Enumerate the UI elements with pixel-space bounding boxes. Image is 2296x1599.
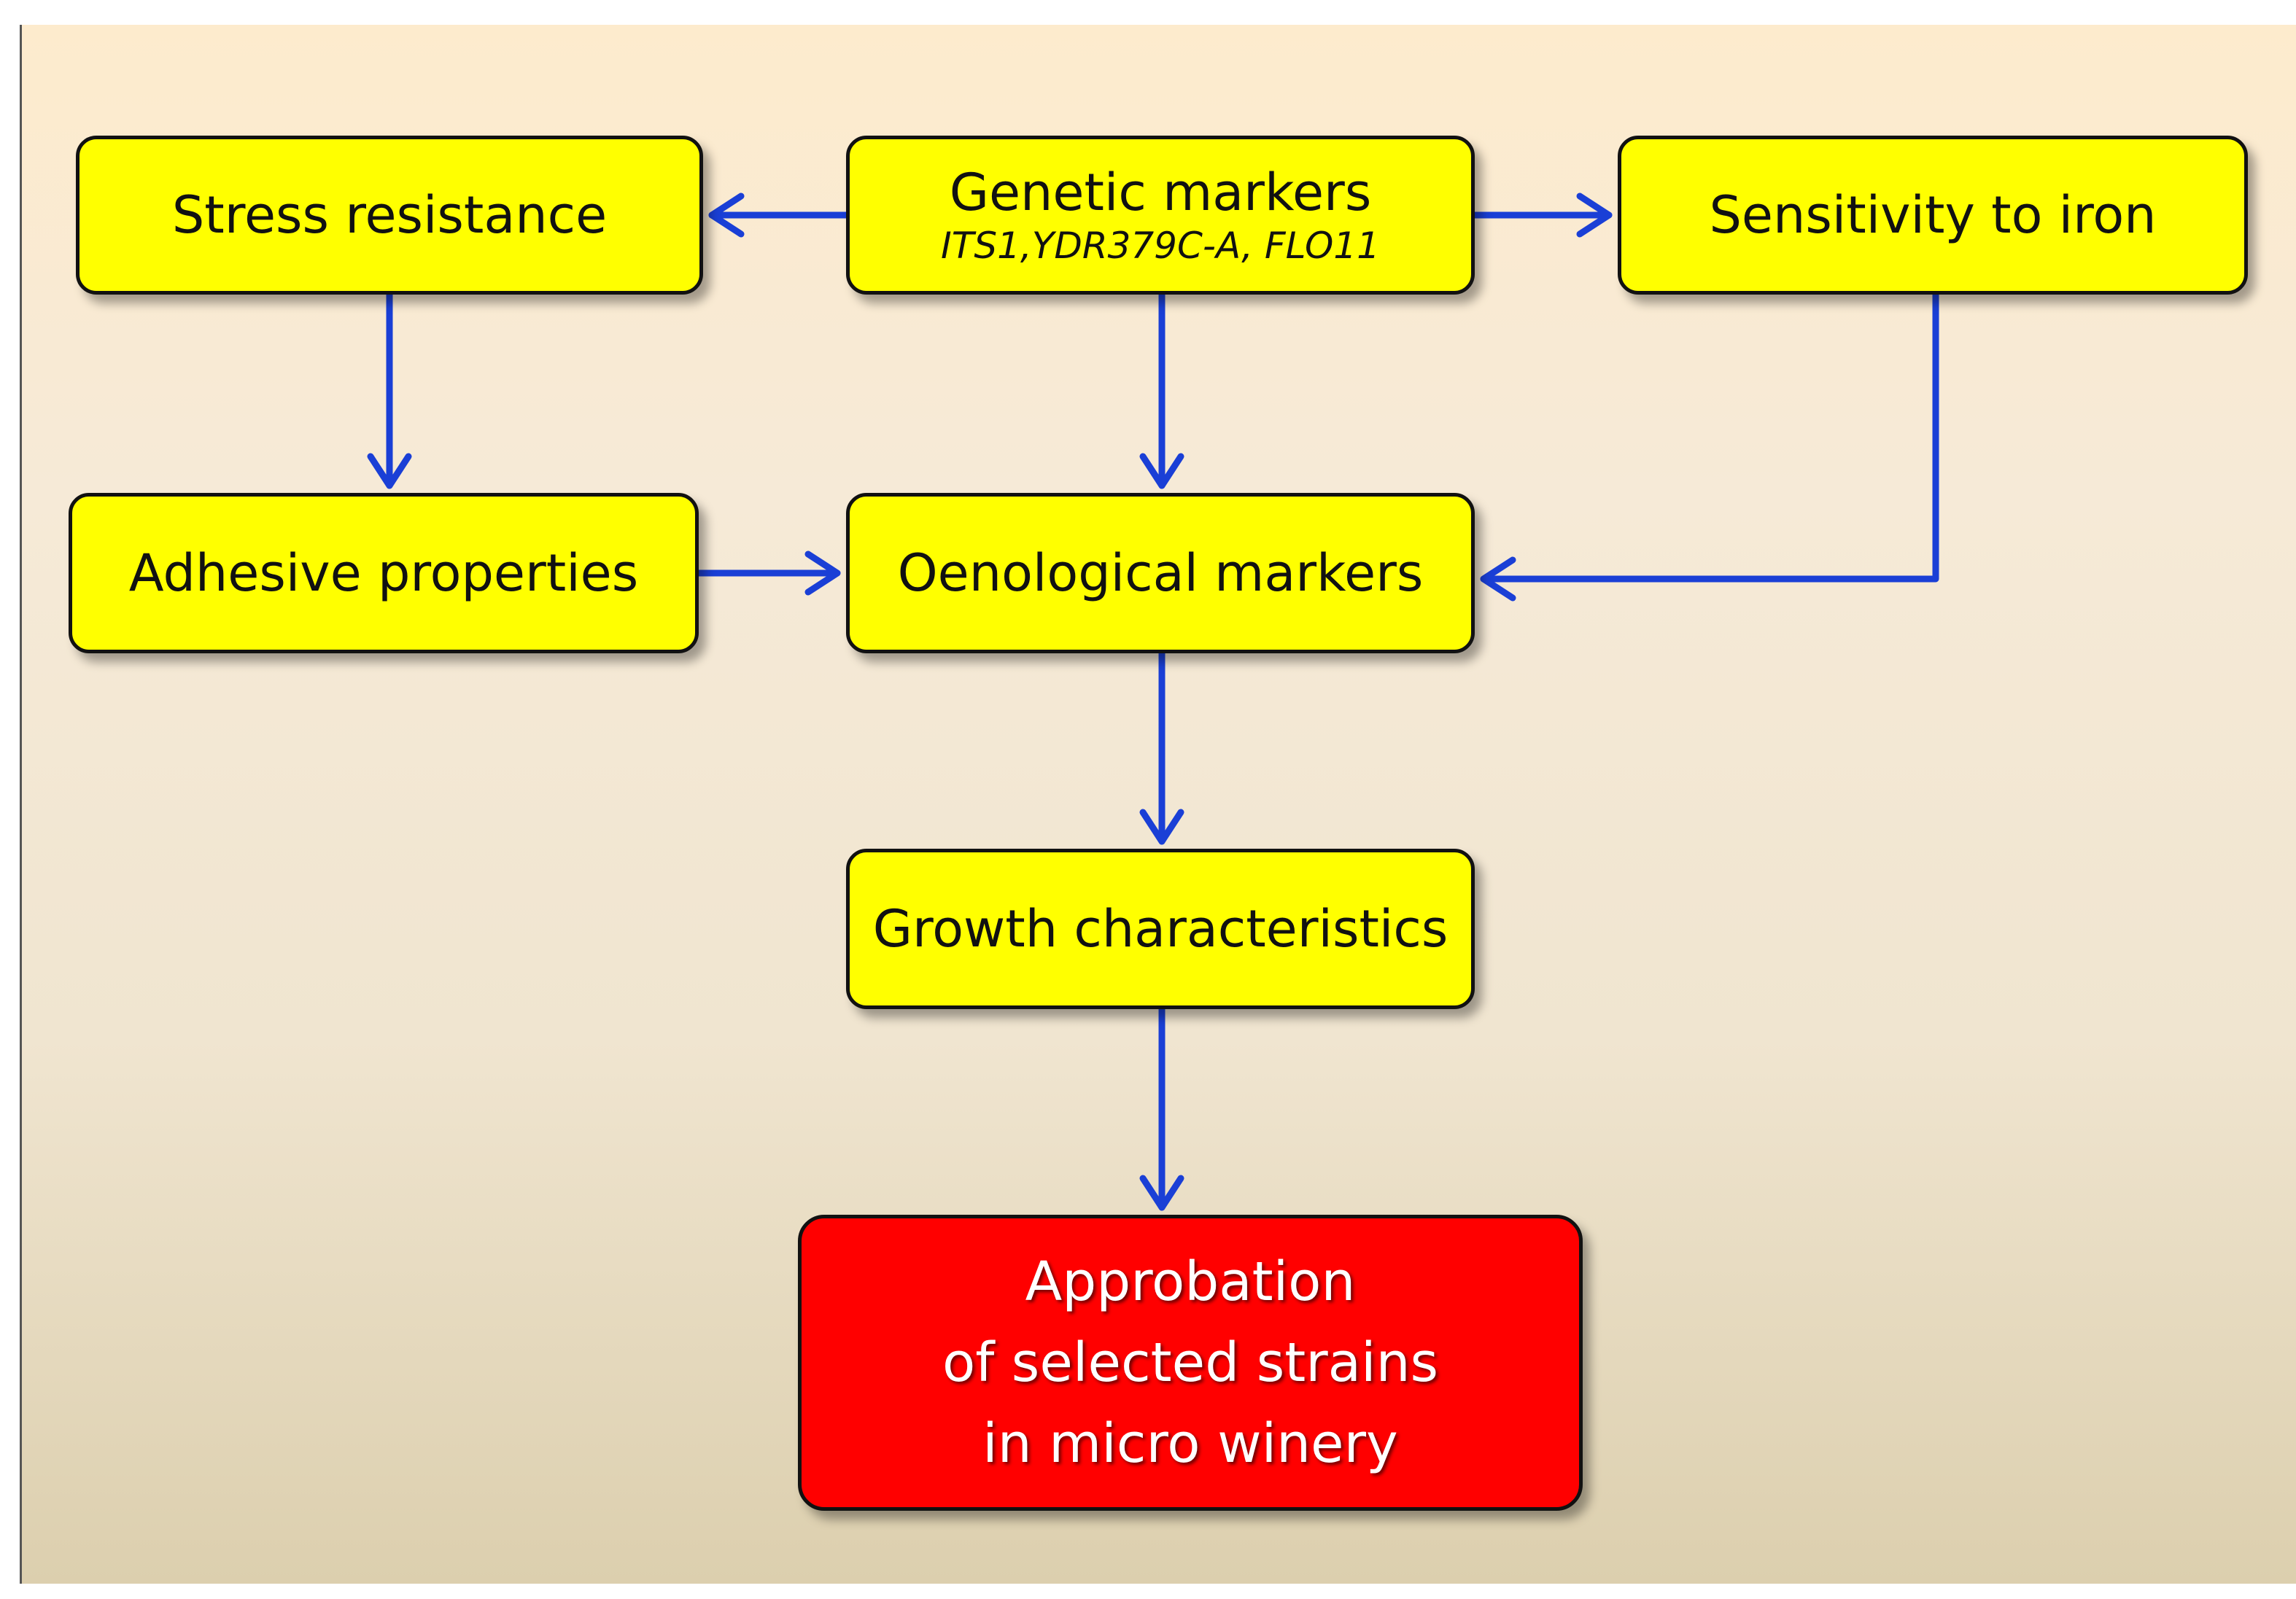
arrowhead-genetic-to-iron (1576, 192, 1613, 238)
stress-resistance-node: Stress resistance (76, 136, 703, 295)
arrowhead-oenological-to-growth (1139, 809, 1184, 845)
sensitivity-to-iron-label: Sensitivity to iron (1709, 184, 2157, 245)
arrowhead-iron-to-oenological (1480, 556, 1516, 602)
oenological-markers-node: Oenological markers (846, 493, 1475, 653)
approbation-line-2: of selected strains (942, 1331, 1439, 1394)
sensitivity-to-iron-node: Sensitivity to iron (1618, 136, 2248, 295)
adhesive-properties-node: Adhesive properties (69, 493, 699, 653)
arrowhead-stress-to-adhesive (367, 453, 412, 489)
genetic-markers-node: Genetic markers ITS1,YDR379C-A, FLO11 (846, 136, 1475, 295)
genetic-markers-genes: ITS1,YDR379C-A, FLO11 (941, 224, 1380, 267)
stress-resistance-label: Stress resistance (171, 184, 608, 245)
arrowhead-adhesive-to-oenological (804, 550, 841, 596)
arrowhead-genetic-to-stress (708, 192, 745, 238)
growth-characteristics-node: Growth characteristics (846, 849, 1475, 1009)
growth-characteristics-label: Growth characteristics (872, 898, 1448, 959)
edge-iron-to-oenological (1480, 291, 1939, 583)
approbation-line-3: in micro winery (982, 1412, 1398, 1475)
arrowhead-growth-to-approbation (1139, 1175, 1184, 1211)
approbation-line-1: Approbation (1025, 1250, 1356, 1313)
oenological-markers-label: Oenological markers (897, 542, 1424, 603)
left-border-line (20, 25, 22, 1584)
arrowhead-genetic-to-oenological (1139, 453, 1184, 489)
adhesive-properties-label: Adhesive properties (128, 542, 639, 603)
approbation-node: Approbation of selected strains in micro… (798, 1215, 1583, 1511)
genetic-markers-label: Genetic markers (949, 163, 1372, 222)
